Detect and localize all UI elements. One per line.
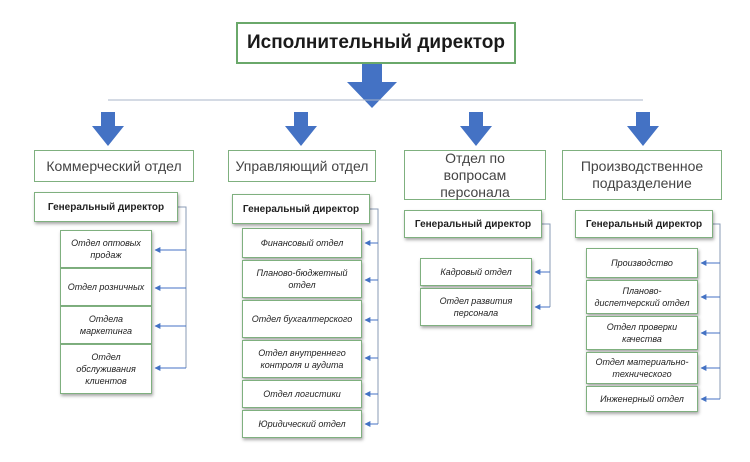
unit-marketing: Отдела маркетинга (60, 306, 152, 344)
department-name: Коммерческий отдел (46, 157, 182, 174)
connector-trunk (712, 223, 721, 399)
general-director-box: Генеральный директор (404, 210, 542, 238)
unit-internal-audit: Отдел внутреннего контроля и аудита (242, 340, 362, 378)
unit-label: Юридический отдел (258, 419, 346, 429)
dept-arrow-2 (285, 112, 317, 146)
unit-wholesale-sales: Отдел оптовых продаж (60, 230, 152, 268)
general-director-label: Генеральный директор (414, 218, 532, 230)
department-management: Управляющий отдел (228, 150, 376, 182)
unit-quality-control: Отдел проверки качества (586, 316, 698, 350)
unit-label: Отдел бухгалтерского (251, 314, 353, 324)
department-personnel: Отдел по вопросам персонала (404, 150, 546, 200)
general-director-label: Генеральный директор (47, 201, 165, 213)
unit-label: Отдела маркетинга (79, 314, 133, 336)
unit-engineering: Инженерный отдел (586, 386, 698, 412)
department-name: Отдел по вопросам персонала (440, 149, 510, 200)
unit-label: Инженерный отдел (600, 394, 684, 404)
unit-finance: Финансовый отдел (242, 228, 362, 258)
unit-label: Отдел оптовых продаж (71, 238, 141, 260)
unit-label: Финансовый отдел (260, 238, 344, 248)
general-director-label: Генеральный директор (585, 218, 703, 230)
general-director-box: Генеральный директор (34, 192, 178, 222)
unit-label: Отдел логистики (263, 389, 341, 399)
unit-budget-planning: Планово-бюджетный отдел (242, 260, 362, 298)
executive-director-box: Исполнительный директор (236, 22, 516, 64)
unit-label: Отдел развития персонала (439, 296, 513, 318)
dept-arrow-4 (627, 112, 659, 146)
unit-label: Отдел материально-технического (595, 357, 689, 379)
unit-label: Отдел внутреннего контроля и аудита (258, 348, 346, 370)
unit-label: Планово-бюджетный отдел (256, 268, 348, 290)
unit-personnel-development: Отдел развития персонала (420, 288, 532, 326)
dept-arrow-1 (92, 112, 124, 146)
department-commercial: Коммерческий отдел (34, 150, 194, 182)
unit-accounting: Отдел бухгалтерского (242, 300, 362, 338)
main-down-arrow (347, 64, 397, 108)
department-production: Производственное подразделение (562, 150, 722, 200)
unit-logistics: Отдел логистики (242, 380, 362, 408)
unit-label: Производство (611, 258, 673, 268)
unit-label: Отдел розничных (67, 282, 145, 292)
unit-label: Отдел проверки качества (606, 322, 678, 344)
unit-label: Планово-диспетчерский отдел (594, 286, 690, 308)
connector-trunk (178, 206, 187, 368)
department-name: Производственное подразделение (580, 158, 704, 191)
general-director-box: Генеральный директор (232, 194, 370, 224)
unit-material-technical: Отдел материально-технического (586, 352, 698, 384)
dept-arrow-3 (460, 112, 492, 146)
connector-trunk (370, 208, 379, 424)
general-director-box: Генеральный директор (575, 210, 713, 238)
unit-dispatch-planning: Планово-диспетчерский отдел (586, 280, 698, 314)
unit-label: Кадровый отдел (440, 267, 512, 277)
unit-hr: Кадровый отдел (420, 258, 532, 286)
general-director-label: Генеральный директор (242, 203, 360, 215)
unit-retail: Отдел розничных (60, 268, 152, 306)
unit-legal: Юридический отдел (242, 410, 362, 438)
connector-trunk (542, 223, 551, 307)
unit-customer-service: Отдел обслуживания клиентов (60, 344, 152, 394)
unit-label: Отдел обслуживания клиентов (76, 352, 136, 386)
unit-production: Производство (586, 248, 698, 278)
department-name: Управляющий отдел (235, 157, 369, 174)
executive-director-title: Исполнительный директор (246, 32, 506, 53)
